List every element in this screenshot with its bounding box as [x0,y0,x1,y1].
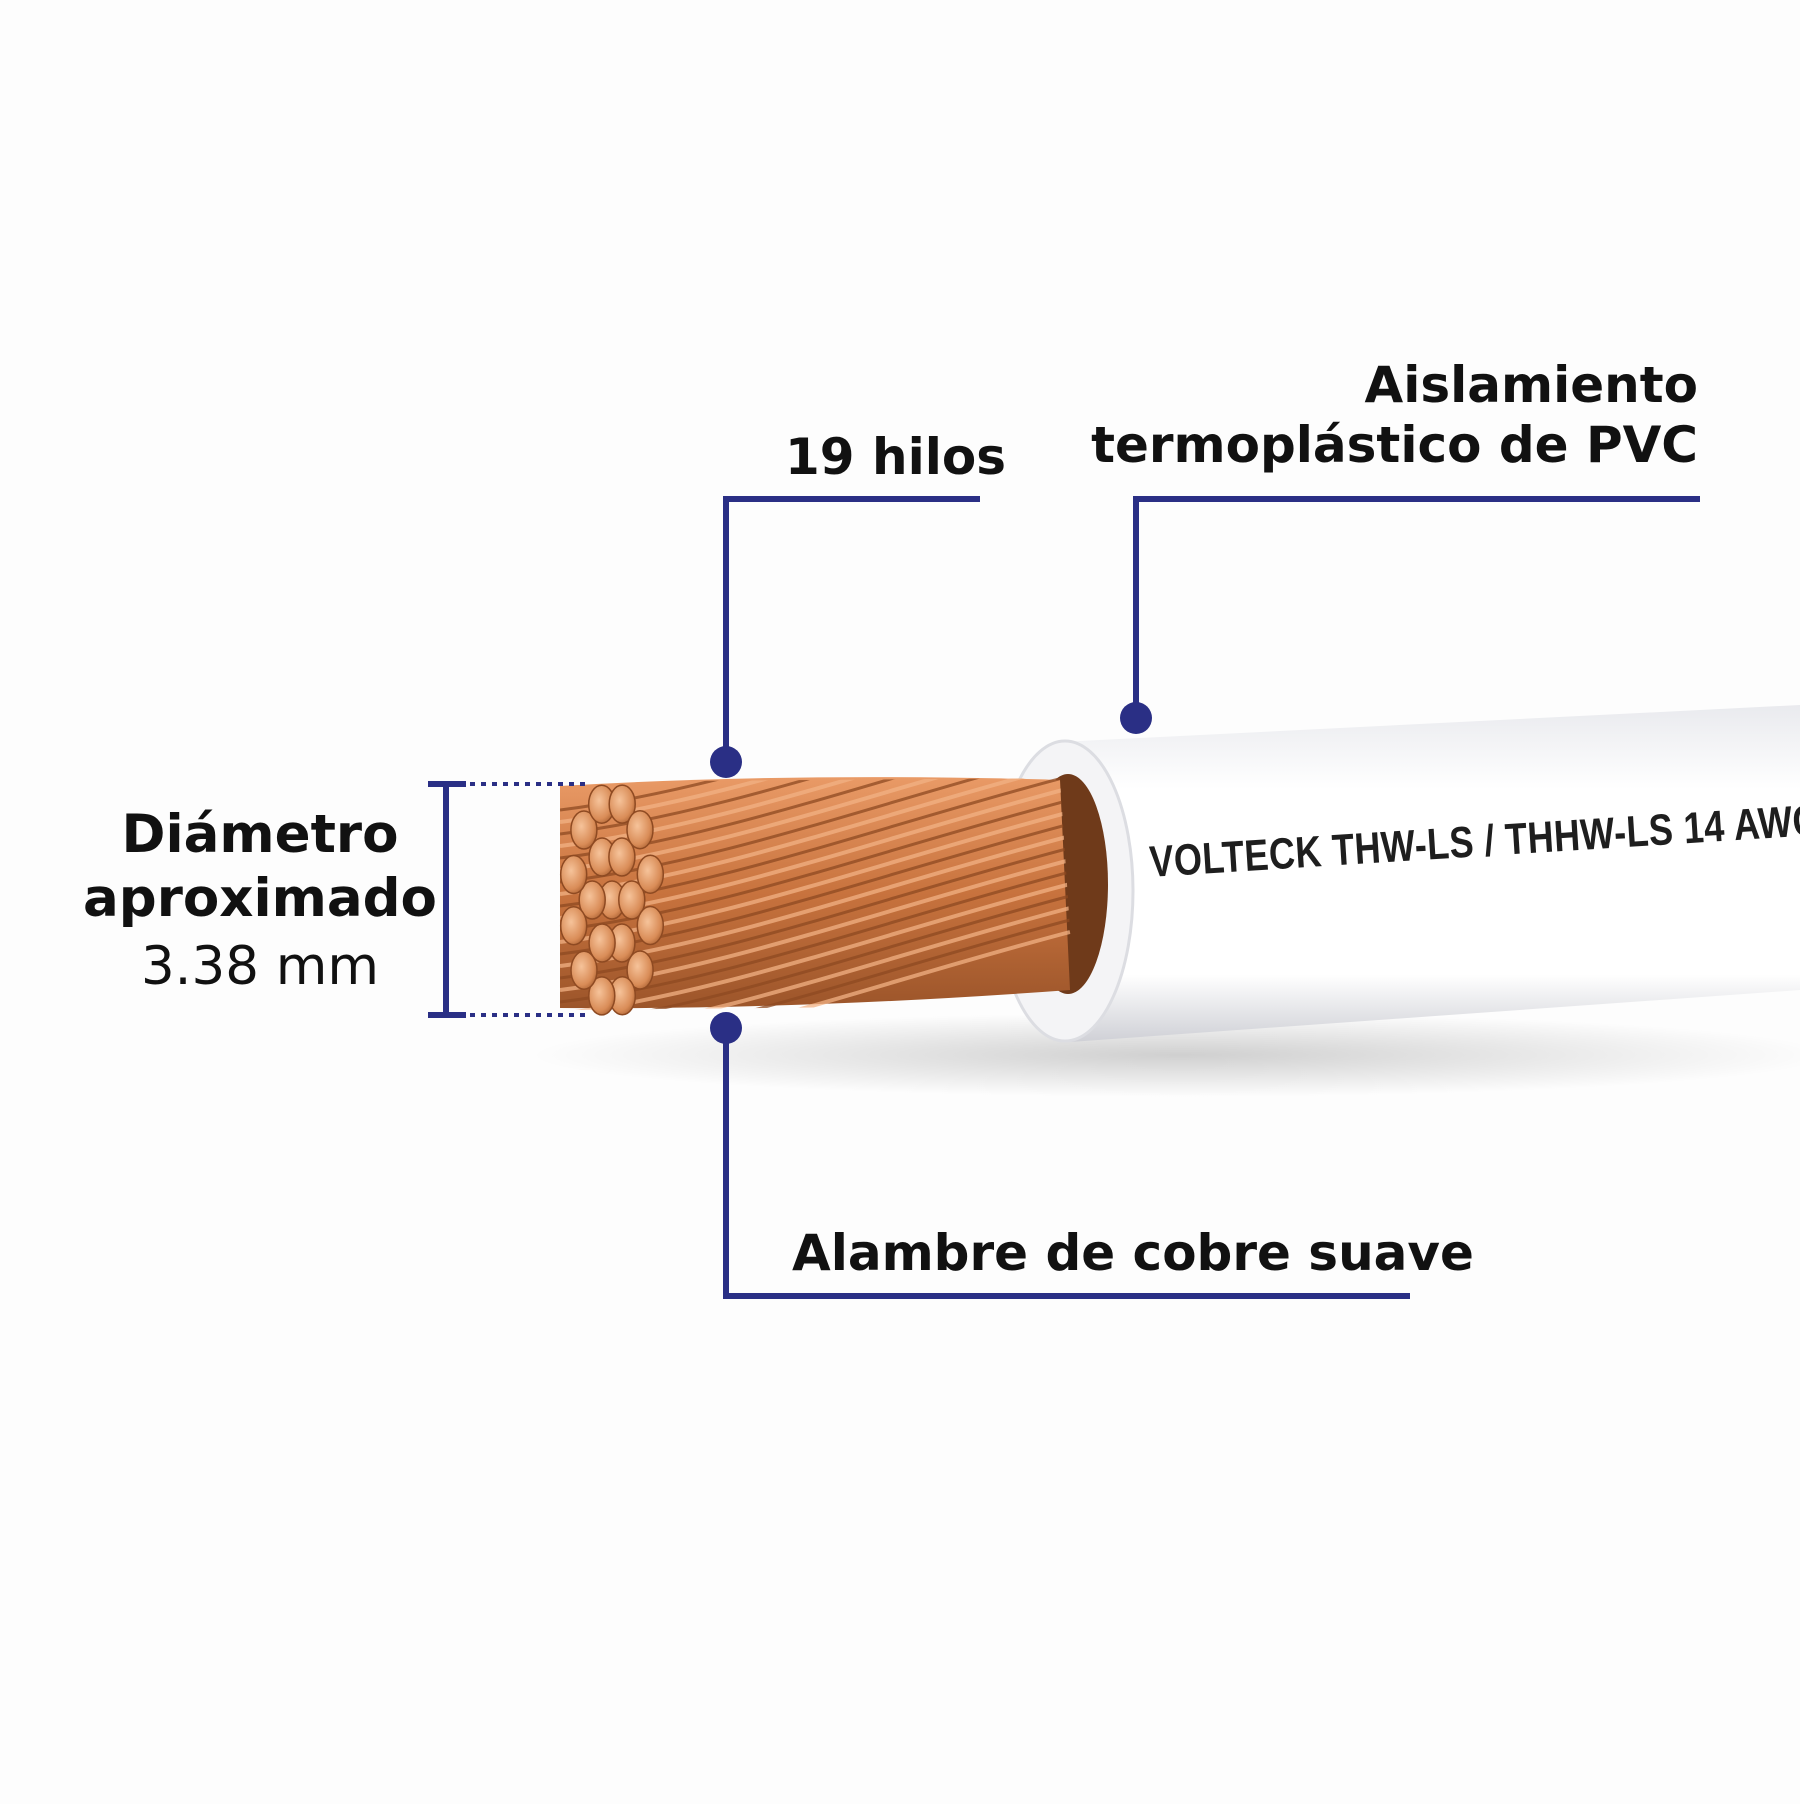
strand-end [588,976,616,1016]
cable-shadow [530,1013,1800,1097]
strand-twist-line [560,918,1071,1010]
strand-end [608,784,636,824]
strand-end [578,880,606,920]
strand-twist-line [560,846,1071,980]
strand-twist-line [560,906,1071,1010]
diameter-dimension [428,781,590,1018]
strand-end [626,809,654,850]
strand-twist-line [560,894,1071,1010]
strand-end [570,810,598,850]
diameter-label-line2: aproximado [83,868,437,929]
strand-end [636,854,665,894]
insulation-label-line1: Aislamiento [1364,356,1698,414]
diameter-label-line1: Diámetro [121,804,399,865]
diameter-value: 3.38 mm [140,936,380,997]
strands-label: 19 hilos [785,428,1006,486]
strand-twist-line [560,778,1071,848]
strand-twist-line [560,778,1071,836]
strand-end [559,906,588,946]
strand-end [608,837,636,877]
conductor-leader [710,1012,1410,1299]
strand-end [588,923,616,963]
strands-leader [710,496,980,778]
conductor-label: Alambre de cobre suave [792,1224,1474,1282]
strand-end [570,950,598,991]
insulation-jacket [1060,705,1800,1042]
strand-end [618,880,646,920]
insulation-label-line2: termoplástico de PVC [1091,416,1698,474]
strand-end [636,905,665,946]
insulation-leader [1120,496,1700,734]
copper-strand-ends [559,784,665,1016]
strand-end [559,854,588,895]
strand-end [626,950,654,990]
strand-twist-line [560,798,1071,932]
